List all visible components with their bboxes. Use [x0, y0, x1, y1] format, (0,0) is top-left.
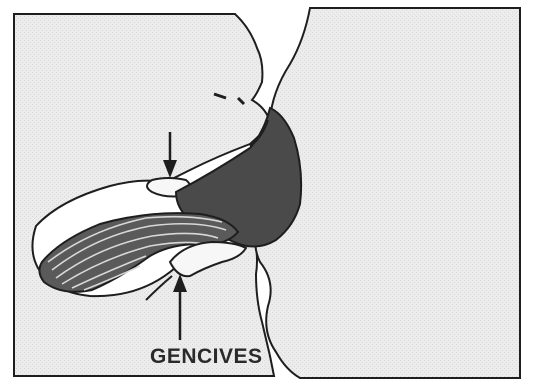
gums-label: GENCIVES: [150, 345, 263, 369]
